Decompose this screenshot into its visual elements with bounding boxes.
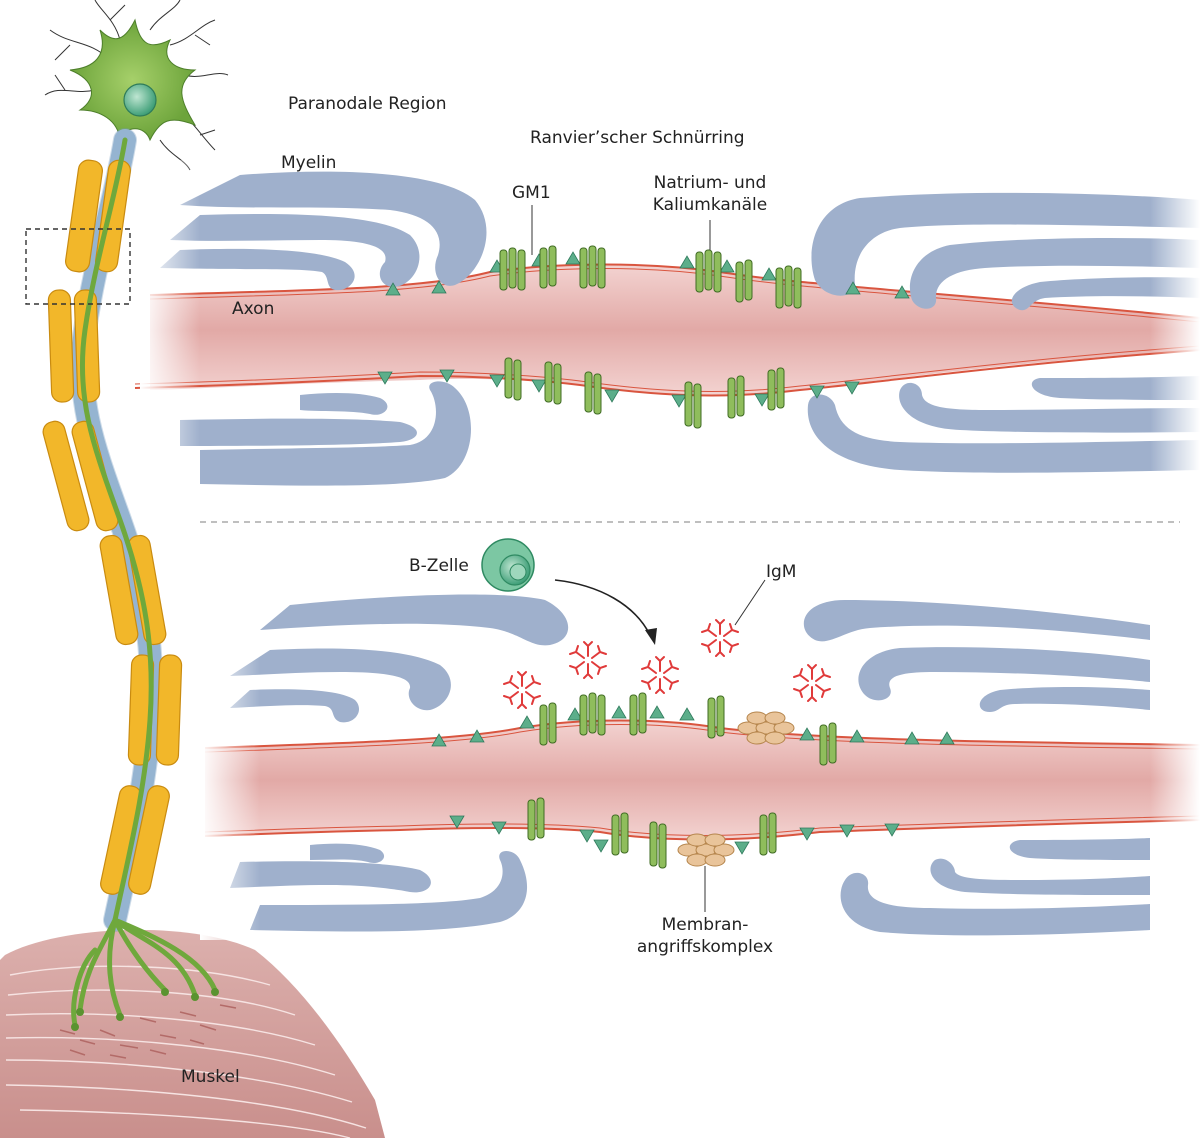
label-node-of-ranvier: Ranvier’scher Schnürring — [530, 128, 745, 148]
membrane-attack-complex-lower — [677, 833, 735, 867]
label-b-cell: B-Zelle — [409, 556, 469, 576]
label-mac-line2: angriffskomplex — [636, 937, 774, 957]
neuron-soma — [69, 18, 197, 142]
myelin-top-left-upper — [160, 171, 487, 291]
b-cell — [481, 538, 535, 592]
label-muscle: Muskel — [181, 1067, 240, 1087]
attacked-node-panel — [200, 538, 1200, 940]
axon-membrane-bottom-upper — [204, 719, 1200, 749]
myelin-bottom-right-lower — [840, 838, 1150, 936]
igm-leader — [734, 579, 766, 626]
b-cell-arrow-head — [645, 628, 657, 645]
axon-membrane-bottom-upper-inner — [204, 724, 1200, 753]
ion-channels-bottom — [527, 692, 837, 869]
neuron-overview — [0, 0, 385, 1139]
axon-body-bottom — [205, 720, 1200, 840]
membrane-attack-complex-upper — [737, 711, 795, 745]
label-mac-line1: Membran- — [661, 915, 749, 935]
myelin-bottom-left-lower — [230, 843, 528, 932]
healthy-node-panel — [134, 160, 1200, 500]
igm-antibodies — [503, 619, 831, 709]
label-channels-line2: Kaliumkanäle — [652, 195, 768, 215]
axon-fiber — [79, 137, 154, 923]
label-membrane-attack-complex: Membran- angriffskomplex — [630, 914, 780, 958]
label-paranodal-region: Paranodale Region — [288, 94, 447, 114]
label-igm: IgM — [766, 562, 797, 582]
label-axon: Axon — [232, 299, 275, 319]
label-myelin: Myelin — [281, 153, 337, 173]
axon-terminals — [71, 917, 218, 1028]
myelin-top-right-lower — [807, 376, 1200, 473]
schwann-cells — [42, 159, 183, 895]
myelin-bottom-right-upper — [803, 600, 1150, 712]
label-channels: Natrium- und Kaliumkanäle — [645, 172, 775, 216]
ion-channels-top — [499, 245, 802, 429]
label-gm1: GM1 — [512, 183, 551, 203]
gm1-gangliosides-bottom — [431, 705, 955, 855]
axon-membrane-top-lower-inner — [134, 345, 1200, 392]
b-cell-arrow — [554, 579, 651, 636]
myelin-bottom-left-upper — [230, 594, 569, 723]
axon-membrane-top-lower — [134, 349, 1200, 397]
motor-end-plate — [59, 1004, 237, 1059]
neuron-nucleus — [123, 83, 157, 117]
myelin-top-left-lower — [180, 381, 472, 486]
terminal-boutons — [71, 988, 219, 1031]
label-channels-line1: Natrium- und — [653, 173, 767, 193]
axon-body-top — [150, 264, 1200, 396]
